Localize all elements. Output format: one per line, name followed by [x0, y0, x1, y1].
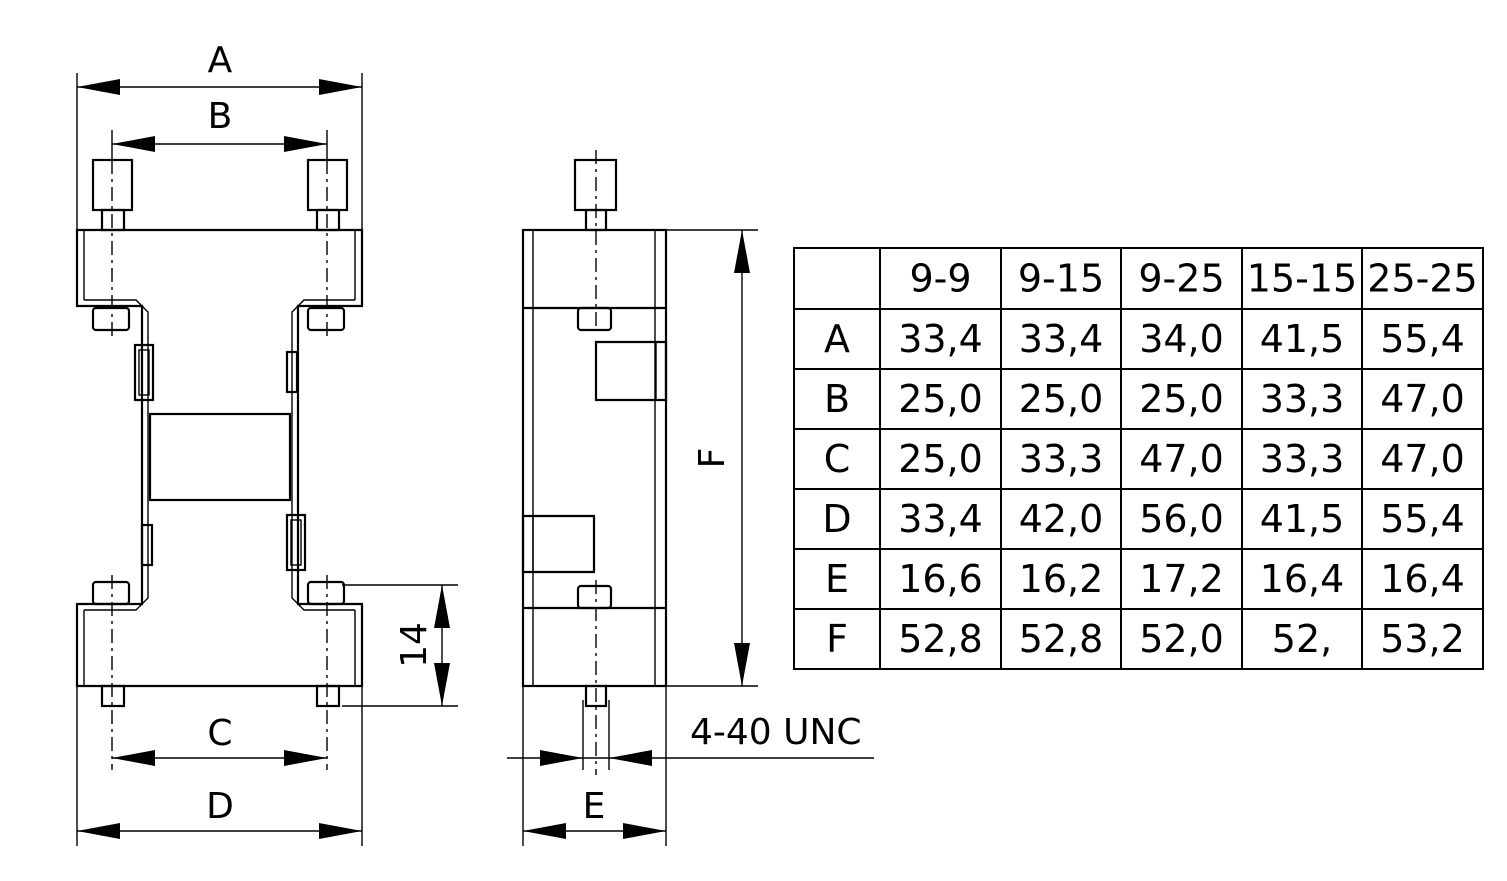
table-row-label: B: [824, 377, 850, 421]
table-cell: 47,0: [1139, 437, 1224, 481]
table-cell: 56,0: [1139, 497, 1224, 541]
table-cell: 25,0: [898, 377, 983, 421]
table-cell: 16,2: [1019, 557, 1104, 601]
table-cell: 33,4: [898, 317, 983, 361]
table-cell: 16,4: [1260, 557, 1345, 601]
table-header-cell: 9-9: [909, 257, 971, 301]
table-cell: 33,4: [898, 497, 983, 541]
table-cell: 55,4: [1380, 317, 1465, 361]
table-cell: 52,8: [1019, 617, 1104, 661]
table-header-cell: 25-25: [1367, 257, 1477, 301]
table-cell: 47,0: [1380, 377, 1465, 421]
table-cell: 33,3: [1260, 437, 1345, 481]
table-header-cell: 9-25: [1138, 257, 1224, 301]
label-thread: 4-40 UNC: [690, 712, 862, 753]
table-cell: 25,0: [1019, 377, 1104, 421]
table-cell: 47,0: [1380, 437, 1465, 481]
center-window: [148, 412, 292, 502]
table-cell: 41,5: [1260, 317, 1345, 361]
table-row-label: A: [824, 317, 850, 361]
label-a: A: [208, 40, 233, 81]
table-cell: 33,4: [1019, 317, 1104, 361]
table-cell: 17,2: [1139, 557, 1224, 601]
side-view: 4-40 UNC E F: [507, 150, 874, 846]
table-header-cell: 15-15: [1247, 257, 1357, 301]
label-b: B: [208, 96, 233, 137]
table-cell: 53,2: [1380, 617, 1465, 661]
label-f: F: [692, 448, 733, 469]
table-cell: 25,0: [1139, 377, 1224, 421]
table-cell: 16,6: [898, 557, 983, 601]
label-c: C: [207, 713, 232, 754]
connector-body-outline: [75, 228, 364, 688]
table-cell: 33,3: [1019, 437, 1104, 481]
table-row-label: D: [822, 497, 851, 541]
table-cell: 55,4: [1380, 497, 1465, 541]
table-cell: 16,4: [1380, 557, 1465, 601]
table-cell: 52,0: [1139, 617, 1224, 661]
table-row-label: C: [824, 437, 851, 481]
table-cell: 52,8: [898, 617, 983, 661]
table-cell: 25,0: [898, 437, 983, 481]
table-cell: 34,0: [1139, 317, 1224, 361]
label-14: 14: [394, 622, 435, 668]
table-cell: 41,5: [1260, 497, 1345, 541]
table-cell: 33,3: [1260, 377, 1345, 421]
side-body-outline: [521, 228, 668, 688]
table-cell: 42,0: [1019, 497, 1104, 541]
table-header-cell: 9-15: [1018, 257, 1104, 301]
front-view: A B: [75, 40, 458, 846]
table-row-label: E: [825, 557, 849, 601]
label-e: E: [583, 786, 606, 827]
table-cell: 52,: [1272, 617, 1332, 661]
label-d: D: [206, 786, 234, 827]
table-row-label: F: [826, 617, 848, 661]
